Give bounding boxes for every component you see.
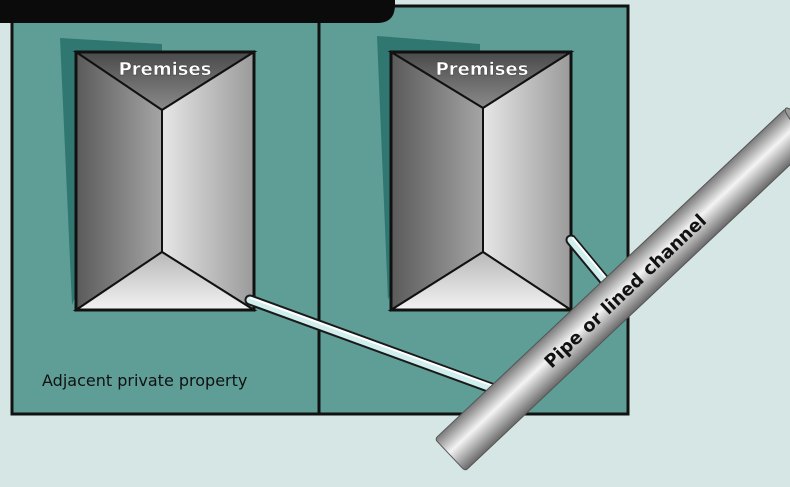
- adjacent-property-label: Adjacent private property: [42, 371, 247, 390]
- title-tab: [0, 0, 395, 23]
- premises-building-left: [60, 38, 258, 312]
- premises-label-left: Premises: [119, 59, 212, 80]
- branch-pipe-left: [244, 294, 530, 406]
- premises-label-right: Premises: [436, 59, 529, 80]
- premises-building-right: [377, 36, 575, 312]
